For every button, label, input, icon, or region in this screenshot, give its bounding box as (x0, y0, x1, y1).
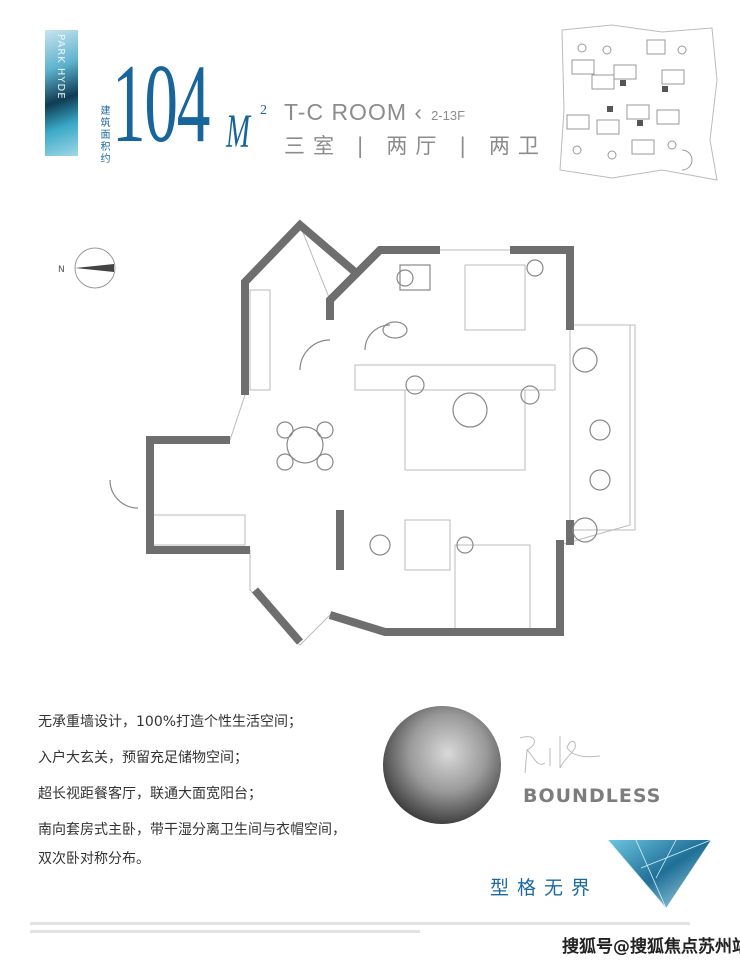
area-unit: M (226, 105, 250, 158)
area-label: 建筑面积约 (98, 105, 109, 165)
floor-range: 2-13F (431, 108, 466, 123)
feature-line-4: 南向套房式主卧，带干湿分离卫生间与衣帽空间， (38, 822, 346, 838)
site-plan-map (559, 24, 718, 181)
watermark: 搜狐号@搜狐焦点苏州站 (562, 937, 740, 957)
chevron-left-icon: ‹ (414, 99, 424, 125)
room-type-text: T-C ROOM (284, 99, 407, 125)
compass-north-label: N (58, 265, 65, 275)
disclaimer-line (30, 922, 690, 925)
room-type: T-C ROOM ‹ (284, 99, 424, 125)
room-type-row: T-C ROOM ‹ 2-13F (284, 99, 466, 125)
feature-line-5: 双次卧对称分布。 (38, 851, 150, 867)
brand-name: PARK HYDE (55, 34, 66, 100)
feature-line-3: 超长视距餐客厅，联通大面宽阳台； (38, 786, 262, 802)
slogan: 型格无界 (490, 877, 599, 899)
area-unit-superscript: 2 (260, 103, 267, 118)
area-value: 104 (112, 42, 210, 166)
compass-icon (74, 247, 116, 289)
disclaimer-line (30, 930, 420, 933)
designer-portrait (383, 706, 501, 824)
designer-signature (519, 736, 601, 774)
diamond-graphic (607, 839, 712, 909)
feature-line-2: 入户大玄关，预留充足储物空间； (38, 750, 248, 766)
feature-line-1: 无承重墙设计，100%打造个性生活空间； (38, 714, 303, 730)
layout-description: 三室 | 两厅 | 两卫 (284, 134, 547, 158)
brand-image-strip: PARK HYDE (45, 30, 78, 156)
floor-plan: N (58, 219, 636, 646)
designer-tagline: BOUNDLESS (523, 785, 662, 807)
